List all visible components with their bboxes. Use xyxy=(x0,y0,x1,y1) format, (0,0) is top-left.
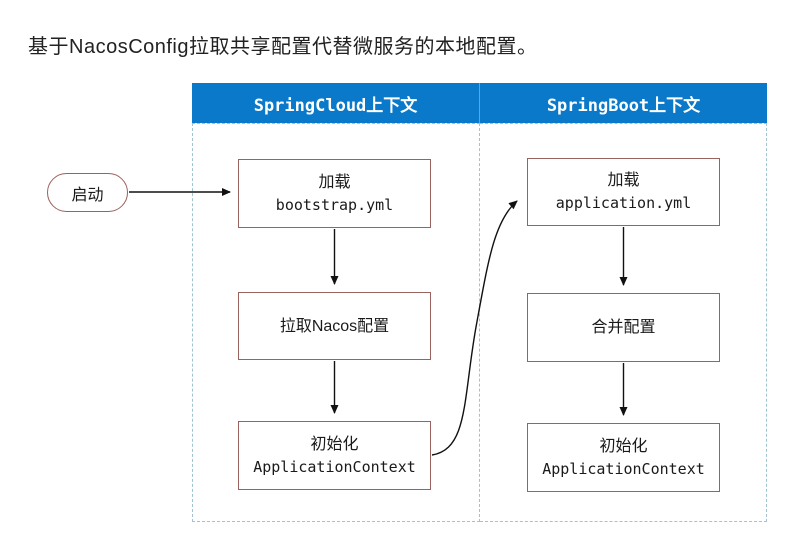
box-init-boot-line1: 初始化 xyxy=(599,437,648,455)
box-load-application-line2: application.yml xyxy=(555,194,692,212)
box-init-boot-line2: ApplicationContext xyxy=(542,459,705,478)
box-load-bootstrap-line1: 加载 xyxy=(318,173,351,191)
start-node-label: 启动 xyxy=(71,186,104,204)
page-title: 基于NacosConfig拉取共享配置代替微服务的本地配置。 xyxy=(28,36,538,58)
column-header-springcloud: SpringCloud上下文 xyxy=(192,83,480,123)
box-pull-nacos-config: 拉取Nacos配置 xyxy=(238,292,431,360)
box-load-bootstrap-line2: bootstrap.yml xyxy=(275,195,394,214)
box-init-cloud-line2: ApplicationContext xyxy=(253,457,416,476)
lane-springboot xyxy=(480,123,767,522)
box-init-cloud-line1: 初始化 xyxy=(310,435,359,453)
box-merge-config: 合并配置 xyxy=(527,293,720,362)
column-header-springcloud-label: SpringCloud上下文 xyxy=(253,95,418,116)
box-merge-config-label: 合并配置 xyxy=(591,319,656,336)
column-header-springboot: SpringBoot上下文 xyxy=(480,83,767,123)
box-load-application-yml: 加载 application.yml xyxy=(527,158,720,226)
box-load-bootstrap-yml: 加载 bootstrap.yml xyxy=(238,159,431,228)
start-node: 启动 xyxy=(47,173,128,212)
box-pull-nacos-config-label: 拉取Nacos配置 xyxy=(279,317,390,335)
box-load-application-line1: 加载 xyxy=(607,172,640,189)
box-init-applicationcontext-cloud: 初始化 ApplicationContext xyxy=(238,421,431,490)
box-init-applicationcontext-boot: 初始化 ApplicationContext xyxy=(527,423,720,492)
column-header-springboot-label: SpringBoot上下文 xyxy=(546,95,701,116)
